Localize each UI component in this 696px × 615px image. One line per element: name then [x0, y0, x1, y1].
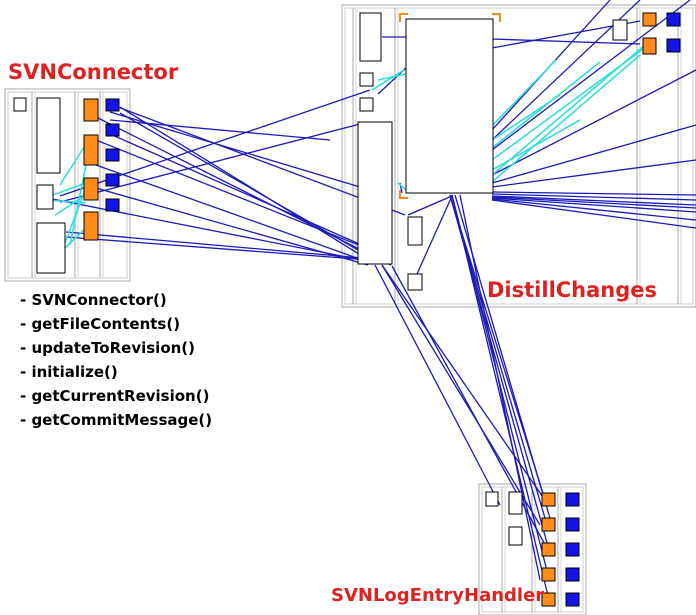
class-node: [508, 491, 523, 515]
call-edge: [95, 164, 369, 263]
attribute-node: [565, 492, 580, 507]
class-node: [36, 222, 66, 274]
method-item: - SVNConnector(): [20, 291, 167, 309]
call-edge: [491, 38, 641, 45]
field-edge: [49, 182, 87, 197]
attribute-node: [565, 567, 580, 582]
call-edge: [374, 264, 501, 506]
distill-changes-container-inner: [344, 7, 694, 305]
attribute-node: [565, 542, 580, 557]
attribute-node: [359, 97, 374, 112]
selection-bracket: [399, 13, 408, 22]
call-edge: [491, 191, 696, 196]
call-edge: [491, 193, 696, 201]
call-edge: [407, 195, 453, 216]
call-edge: [109, 103, 406, 216]
call-edge: [491, 124, 696, 184]
method-item: - getCurrentRevision(): [20, 387, 210, 405]
class-node: [359, 12, 382, 62]
attribute-node: [105, 198, 120, 212]
method-node: [83, 211, 99, 241]
attribute-node: [13, 97, 27, 112]
call-edge: [491, 159, 696, 188]
method-item: - initialize(): [20, 363, 118, 381]
method-node: [83, 98, 99, 122]
class-node: [405, 18, 494, 194]
call-edge: [381, 264, 546, 501]
attribute-node: [359, 72, 374, 87]
attribute-node: [612, 19, 628, 41]
call-edge: [95, 139, 392, 259]
attribute-node: [105, 98, 120, 112]
call-edge: [491, 69, 696, 176]
svn-connector-title: SVNConnector: [8, 60, 179, 84]
call-edge: [109, 133, 383, 255]
attribute-node: [666, 38, 681, 53]
field-edge: [69, 164, 87, 246]
field-edge: [491, 61, 601, 149]
class-node: [36, 184, 54, 210]
attribute-node: [407, 273, 423, 291]
attribute-node: [485, 491, 499, 507]
call-edge: [491, 199, 696, 229]
attribute-node: [565, 517, 580, 532]
call-edge: [491, 0, 691, 151]
method-node: [541, 567, 556, 582]
selection-bracket: [399, 190, 408, 199]
call-edge: [36, 195, 373, 263]
attribute-node: [666, 12, 681, 27]
method-item: - getFileContents(): [20, 315, 181, 333]
field-edge: [64, 227, 87, 249]
field-edge: [54, 194, 87, 216]
field-edge: [371, 69, 405, 91]
call-edge: [65, 236, 371, 261]
svn-log-entry-handler-title: SVNLogEntryHandler: [331, 585, 545, 606]
method-item: - getCommitMessage(): [20, 411, 213, 429]
selection-bracket: [492, 13, 501, 22]
call-edge: [451, 194, 550, 601]
class-node: [407, 216, 423, 246]
call-edge: [491, 196, 696, 209]
method-node: [541, 492, 556, 507]
distill-changes-title: DistillChanges: [487, 278, 658, 302]
field-edge: [47, 199, 87, 204]
call-edge: [95, 116, 392, 266]
method-node: [83, 177, 99, 201]
call-edge: [109, 119, 331, 141]
attribute-node: [105, 148, 120, 162]
call-edge: [491, 198, 696, 221]
call-edge: [491, 195, 696, 206]
call-edge: [109, 111, 361, 188]
attribute-node: [508, 526, 523, 546]
svn-connector-method-list: - SVNConnector() - getFileContents() - u…: [20, 288, 212, 432]
call-edge: [59, 123, 361, 203]
call-edge: [381, 264, 541, 526]
attribute-node: [105, 123, 120, 137]
field-edge: [491, 54, 641, 183]
method-node: [541, 592, 556, 607]
attribute-node: [565, 592, 580, 607]
call-edge: [416, 195, 453, 275]
method-node: [642, 12, 657, 27]
class-node: [357, 121, 393, 265]
method-node: [541, 542, 556, 557]
attribute-node: [105, 173, 120, 187]
class-node: [36, 97, 61, 174]
call-edge: [119, 106, 373, 263]
call-edge: [65, 231, 363, 259]
method-node: [642, 37, 657, 55]
field-edge: [491, 59, 557, 127]
field-edge: [491, 44, 646, 176]
call-edge: [491, 197, 696, 213]
method-item: - updateToRevision(): [20, 339, 196, 357]
field-edge: [59, 143, 87, 186]
field-edge: [397, 182, 407, 191]
method-node: [541, 517, 556, 532]
method-node: [83, 134, 99, 166]
call-edge: [459, 194, 541, 581]
